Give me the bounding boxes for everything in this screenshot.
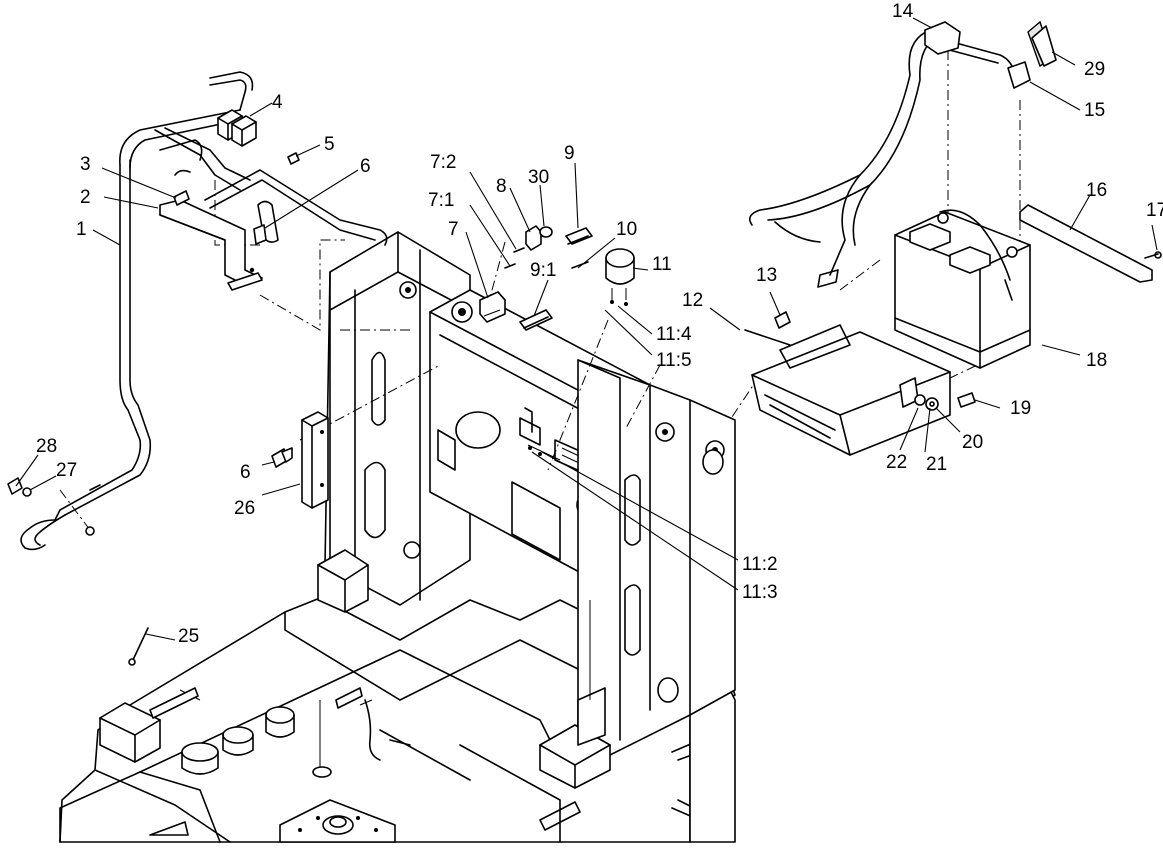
callout-9: 9 (564, 143, 575, 164)
right-upright (539, 359, 736, 789)
callout-17: 17 (1146, 200, 1163, 221)
part-cable (749, 21, 1031, 301)
callout-20: 20 (962, 432, 983, 453)
part-decal (1027, 20, 1057, 68)
callout-7: 7 (448, 219, 459, 240)
part-relays (217, 109, 257, 147)
part-bolt-wire (744, 311, 791, 346)
callout-4: 4 (272, 92, 283, 113)
part-battery-tray (751, 324, 951, 456)
callout-21: 21 (926, 454, 947, 475)
callout-12: 12 (682, 290, 703, 311)
callout-5: 5 (324, 134, 335, 155)
callout-6-lower: 6 (240, 462, 251, 483)
callout-11-5: 11:5 (656, 350, 692, 371)
callout-18: 18 (1086, 350, 1107, 371)
part-bracket (159, 199, 263, 291)
leader-lines (15, 17, 1158, 641)
callout-1: 1 (76, 219, 87, 240)
part-battery (894, 211, 1031, 369)
callout-26: 26 (234, 498, 255, 519)
callout-13: 13 (756, 265, 777, 286)
battery-hardware (914, 392, 976, 411)
hardware-small (7, 477, 149, 666)
callout-28: 28 (36, 436, 57, 457)
part-strap (1019, 204, 1162, 283)
callout-11-3: 11:3 (742, 582, 778, 603)
callout-30: 30 (528, 167, 549, 188)
part-switches (479, 225, 635, 456)
callout-25: 25 (178, 626, 199, 647)
fasteners (173, 152, 300, 468)
callout-9-1: 9:1 (530, 260, 556, 281)
callout-29: 29 (1084, 59, 1105, 80)
callout-11-4: 11:4 (656, 324, 692, 345)
callout-6-upper: 6 (360, 156, 371, 177)
callout-8: 8 (496, 176, 507, 197)
callout-14: 14 (892, 1, 914, 22)
callout-2: 2 (80, 187, 91, 208)
callout-27: 27 (56, 460, 77, 481)
callout-10: 10 (616, 219, 637, 240)
callout-3: 3 (80, 154, 91, 175)
part-channel (301, 411, 329, 509)
callout-16: 16 (1086, 180, 1107, 201)
callout-22: 22 (886, 452, 907, 473)
callout-7-2: 7:2 (430, 152, 456, 173)
callout-15: 15 (1084, 100, 1105, 121)
callout-19: 19 (1010, 398, 1031, 419)
callout-11: 11 (652, 254, 672, 275)
callout-7-1: 7:1 (428, 190, 454, 211)
callout-labels: 1 2 3 4 5 6 6 7 7:1 7:2 8 30 9 9:1 10 11… (36, 1, 1163, 647)
callout-11-2: 11:2 (742, 554, 778, 575)
